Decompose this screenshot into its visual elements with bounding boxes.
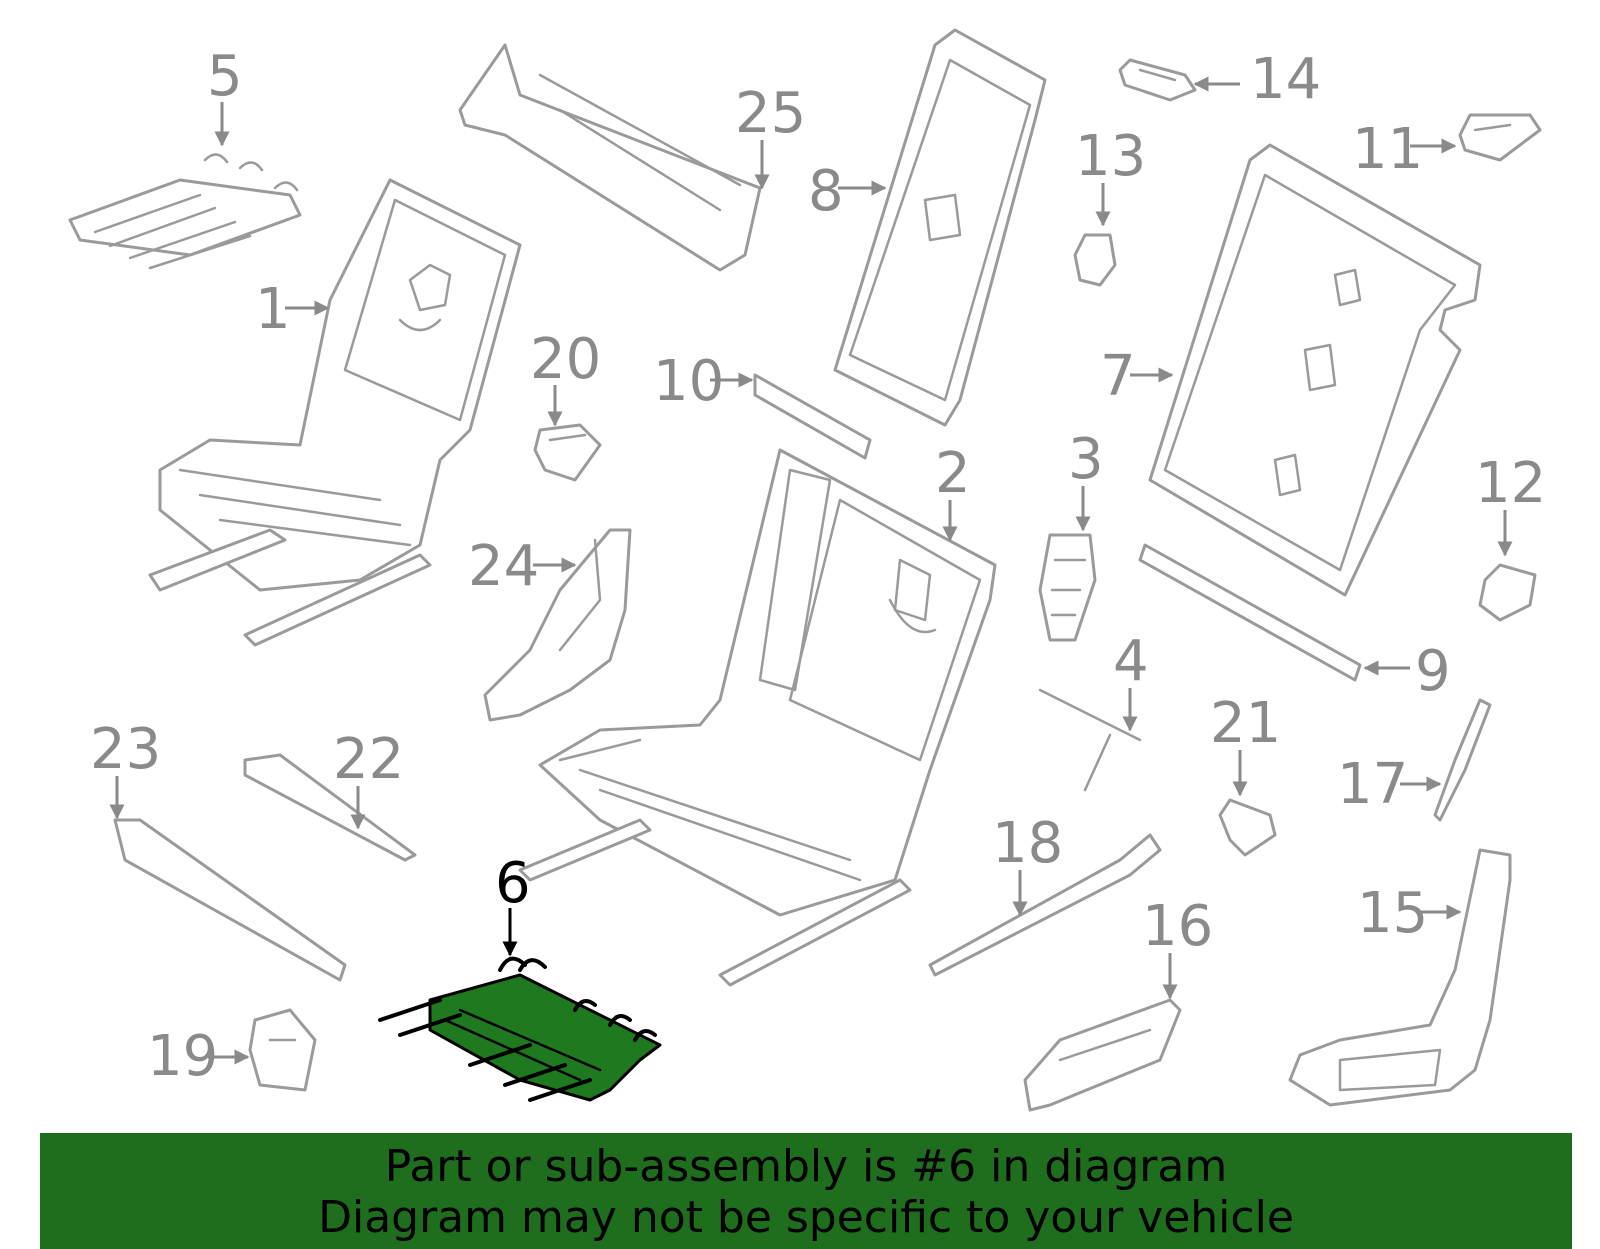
- callout-8: 8: [808, 159, 887, 224]
- part-11-handle: [1458, 113, 1542, 162]
- part-13-bracket: [1073, 233, 1117, 287]
- callout-label-17: 17: [1337, 752, 1408, 817]
- callout-label-2: 2: [935, 441, 971, 506]
- callout-9: 9: [1363, 639, 1451, 704]
- callout-label-22: 22: [333, 727, 404, 792]
- callout-label-21: 21: [1210, 691, 1281, 756]
- part-14-latch-cover: [1118, 58, 1197, 102]
- callout-label-6: 6: [495, 851, 531, 916]
- callout-23: 23: [90, 717, 161, 820]
- callout-24: 24: [468, 534, 577, 599]
- callout-label-5: 5: [207, 44, 243, 109]
- callout-12: 12: [1475, 451, 1546, 557]
- callout-25: 25: [735, 81, 806, 190]
- callout-5: 5: [207, 44, 243, 147]
- part-22-trim-bar: [243, 753, 417, 862]
- part-2-seat-frame: [518, 448, 997, 987]
- callout-label-19: 19: [147, 1024, 218, 1089]
- part-19-cover: [248, 1008, 317, 1092]
- callout-2: 2: [935, 441, 971, 542]
- callout-22: 22: [333, 727, 404, 830]
- part-7-backrest-panel: [1148, 143, 1482, 597]
- part-4-cable: [1038, 688, 1142, 792]
- part-8-backrest-panel: [833, 28, 1047, 427]
- callout-20: 20: [530, 327, 601, 427]
- callout-label-7: 7: [1100, 344, 1136, 409]
- info-banner: Part or sub-assembly is #6 in diagram Di…: [40, 1133, 1572, 1249]
- callout-label-12: 12: [1475, 451, 1546, 516]
- callout-label-11: 11: [1352, 117, 1423, 182]
- banner-line-part: Part or sub-assembly is #6 in diagram: [384, 1141, 1228, 1192]
- callout-label-3: 3: [1068, 427, 1104, 492]
- callout-21: 21: [1210, 691, 1281, 797]
- part-17-trim: [1433, 698, 1492, 822]
- part-18-rod: [928, 833, 1162, 977]
- callout-label-25: 25: [735, 81, 806, 146]
- callout-10: 10: [653, 349, 754, 414]
- part-20-clip: [533, 423, 602, 482]
- callout-label-13: 13: [1075, 124, 1146, 189]
- part-1-seat-frame: [148, 178, 522, 647]
- callout-19: 19: [147, 1024, 250, 1089]
- banner-line-disclaimer: Diagram may not be specific to your vehi…: [318, 1192, 1294, 1243]
- callout-label-16: 16: [1142, 894, 1213, 959]
- callout-label-1: 1: [255, 277, 291, 342]
- part-9-trim-strip: [1138, 543, 1362, 682]
- part-24-side-trim: [483, 528, 632, 722]
- callout-17: 17: [1337, 752, 1442, 817]
- callout-label-18: 18: [992, 811, 1063, 876]
- callout-1: 1: [255, 277, 330, 342]
- callout-13: 13: [1075, 124, 1146, 227]
- callout-7: 7: [1100, 344, 1174, 409]
- part-15-side-shield: [1288, 848, 1512, 1107]
- callout-label-23: 23: [90, 717, 161, 782]
- callout-label-9: 9: [1415, 639, 1451, 704]
- callout-11: 11: [1352, 117, 1457, 182]
- callout-label-14: 14: [1250, 47, 1321, 112]
- part-25-back-trim: [458, 43, 762, 272]
- callout-4: 4: [1113, 629, 1149, 732]
- callout-label-4: 4: [1113, 629, 1149, 694]
- part-10-trim-strip: [753, 373, 872, 460]
- part-5-spring-mat: [68, 153, 302, 270]
- callout-18: 18: [992, 811, 1063, 917]
- callout-label-20: 20: [530, 327, 601, 392]
- callout-16: 16: [1142, 894, 1213, 1000]
- part-12-bracket: [1478, 563, 1537, 622]
- part-21-bracket: [1218, 798, 1277, 857]
- part-3-latch: [1038, 533, 1097, 642]
- callout-14: 14: [1193, 47, 1321, 112]
- callout-3: 3: [1068, 427, 1104, 532]
- part-6-spring-mat-highlighted: [378, 956, 662, 1102]
- callout-label-15: 15: [1357, 881, 1428, 946]
- callout-15: 15: [1357, 881, 1462, 946]
- callout-6: 6: [495, 851, 531, 957]
- callout-label-24: 24: [468, 534, 539, 599]
- part-23-trim-bar: [113, 818, 347, 982]
- callout-label-8: 8: [808, 159, 844, 224]
- part-16-bracket: [1023, 998, 1182, 1112]
